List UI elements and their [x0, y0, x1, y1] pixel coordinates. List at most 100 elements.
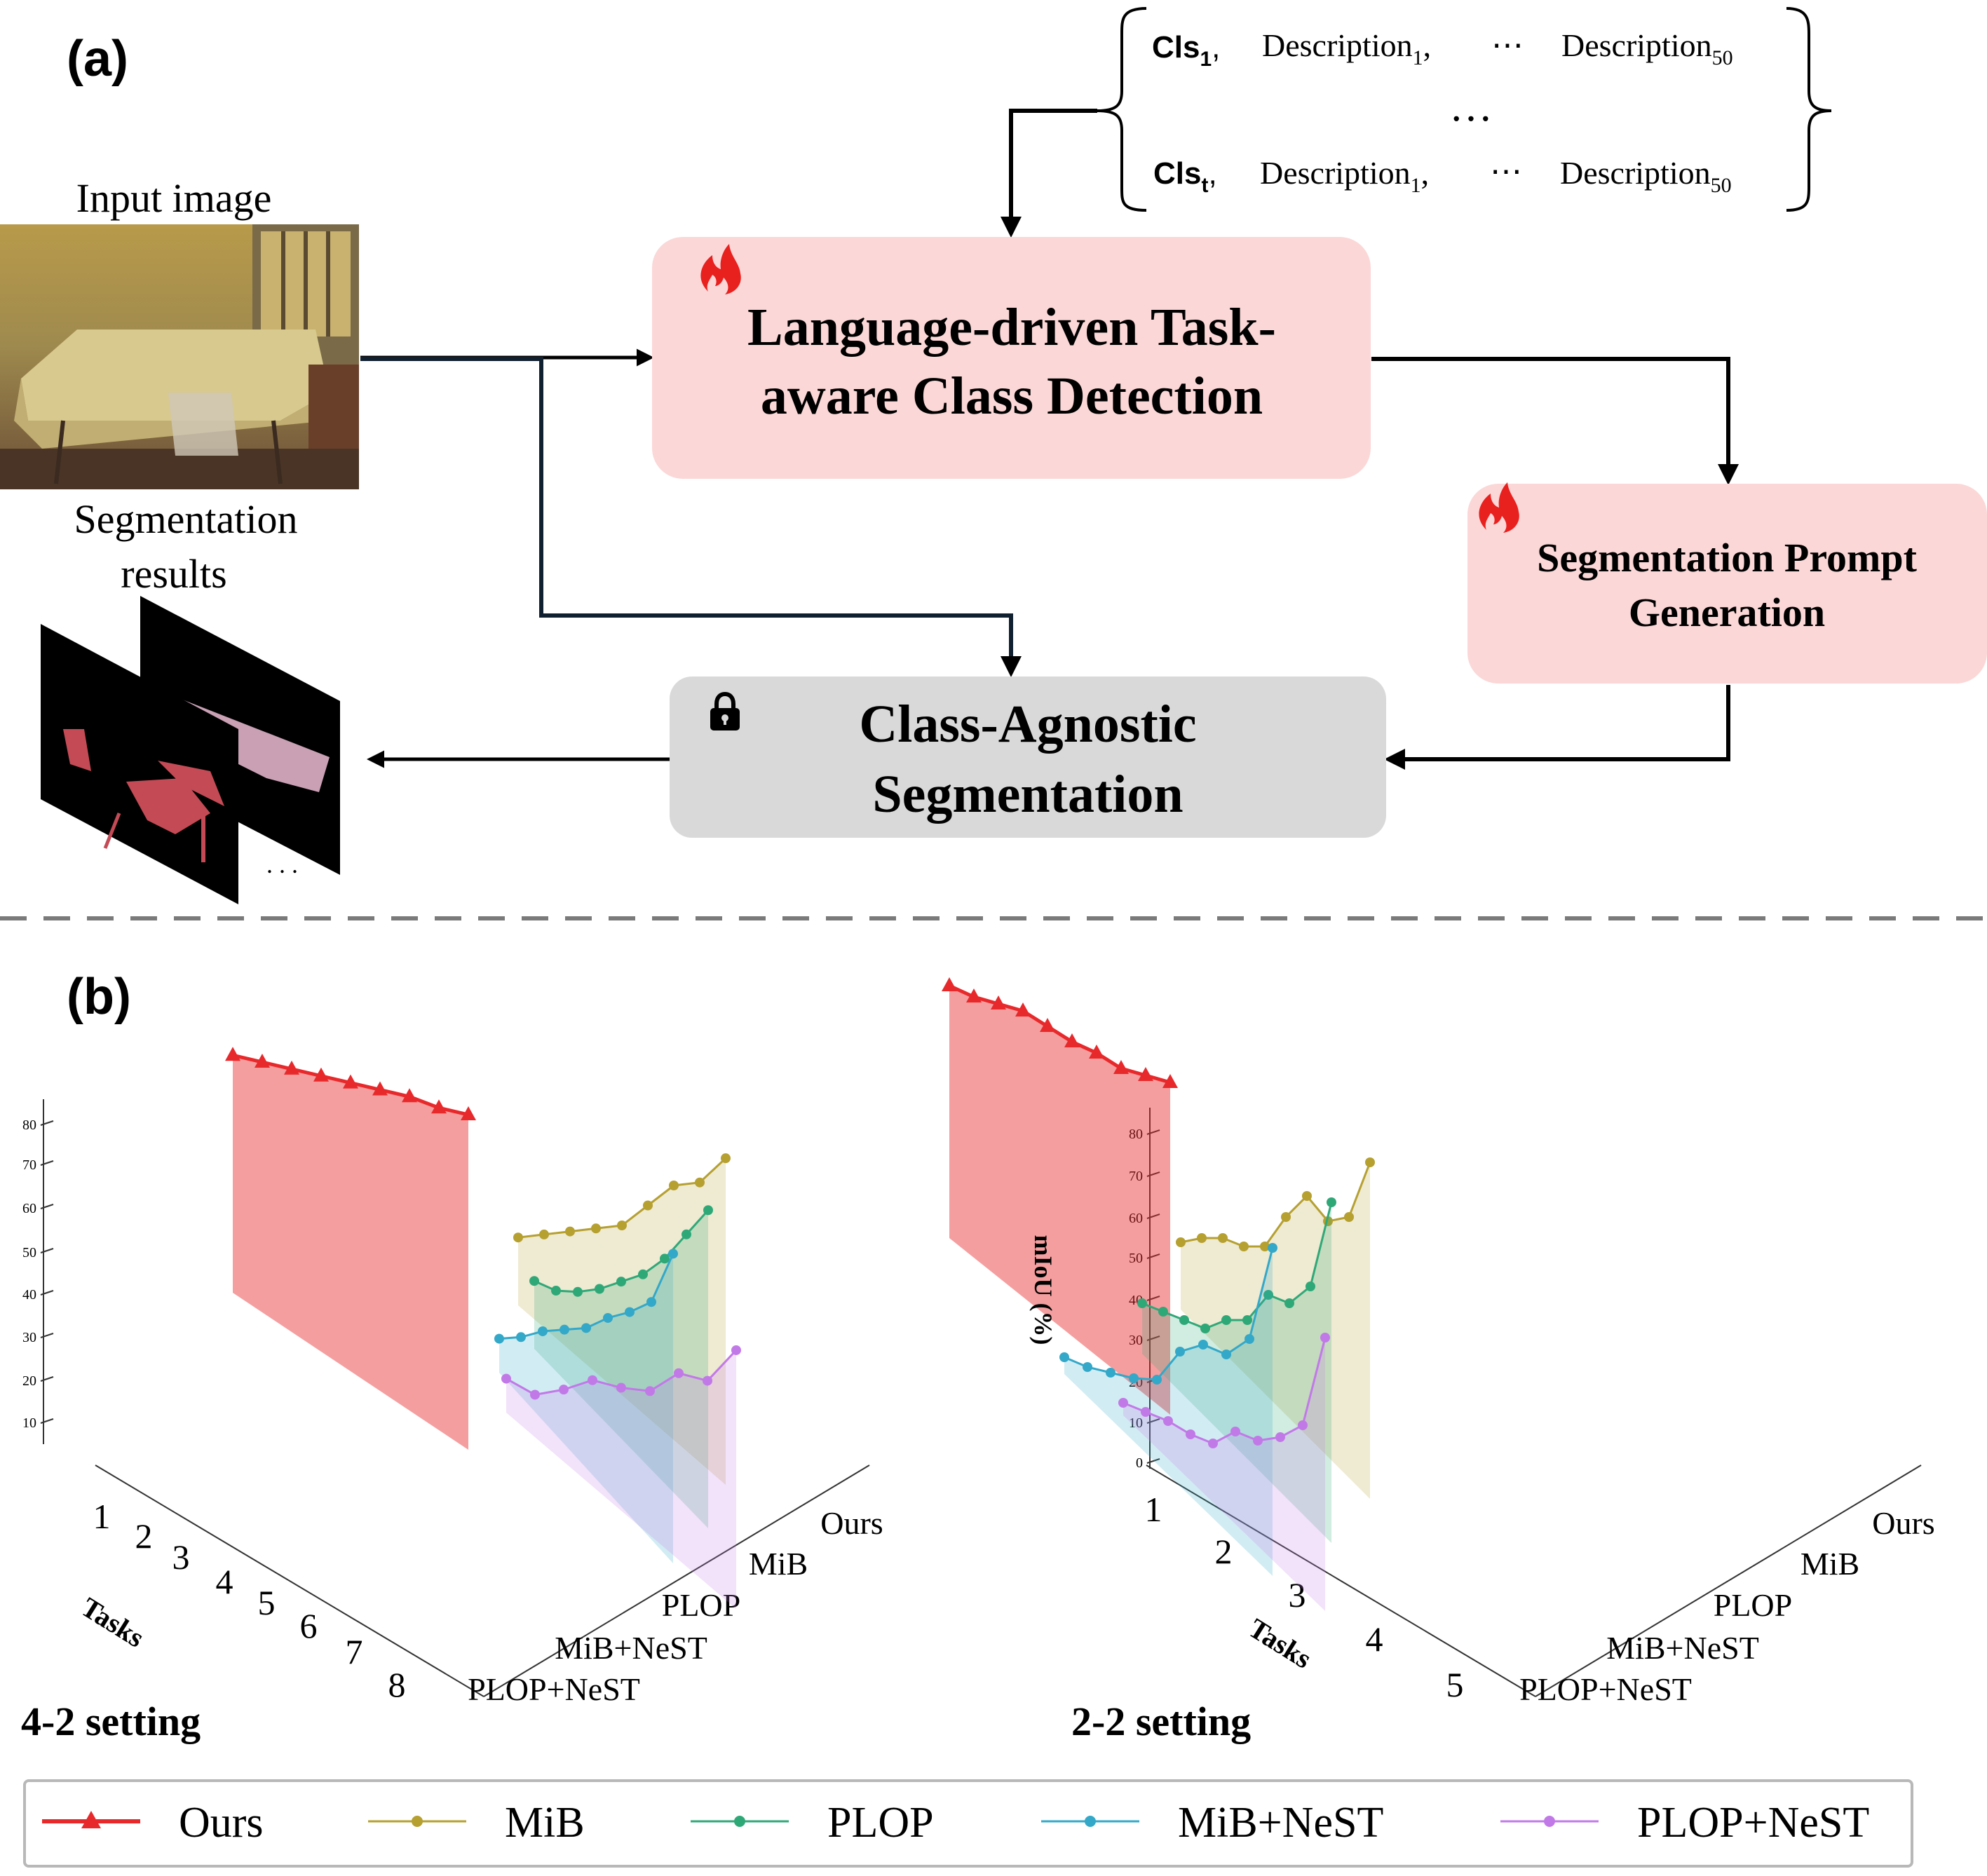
method-axis-label-ours: Ours: [820, 1505, 883, 1541]
legend-label-mib-nest: MiB+NeST: [1178, 1799, 1383, 1847]
legend-label-plop-nest: PLOP+NeST: [1637, 1799, 1869, 1847]
task-tick-label: 8: [388, 1665, 406, 1704]
task-tick-label: 2: [135, 1516, 153, 1556]
point-plop-nest: [1230, 1427, 1240, 1436]
y-tick: [40, 1120, 54, 1126]
point-mib-nest: [516, 1332, 526, 1343]
wall-plop-nest: [1123, 1338, 1325, 1611]
y-tick: [1146, 1335, 1160, 1341]
point-plop: [1200, 1324, 1210, 1333]
y-tick: [1146, 1458, 1160, 1464]
point-mib-nest: [538, 1326, 548, 1336]
y-tick-label: 60: [1129, 1211, 1143, 1226]
y-tick-label: 30: [1129, 1333, 1143, 1348]
segmentation-results-stack: . . .: [41, 596, 340, 904]
desc-1-last: Description: [1561, 27, 1712, 63]
task-tick-label: 3: [172, 1537, 190, 1577]
task-axis-line: [1146, 1464, 1536, 1697]
point-plop-nest: [1208, 1439, 1218, 1448]
legend-marker-plop: [734, 1816, 745, 1827]
desc-1-last-sub: 50: [1712, 46, 1733, 69]
svg-text:Description50: Description50: [1561, 27, 1733, 69]
segmentation-prompt-generation-box: Segmentation Prompt Generation: [1467, 482, 1987, 684]
y-tick-label: 80: [22, 1117, 36, 1133]
point-ours: [372, 1081, 388, 1096]
svg-text:Cls1,: Cls1,: [1152, 30, 1220, 71]
ldtcd-line-2: aware Class Detection: [761, 367, 1263, 426]
y-tick: [1146, 1418, 1160, 1424]
point-plop: [1284, 1298, 1294, 1308]
desc-row-1-dots: ⋯: [1491, 27, 1524, 63]
point-mib: [695, 1177, 705, 1188]
legend-marker-ours: [81, 1811, 101, 1828]
point-mib-nest: [494, 1333, 504, 1344]
method-axis-label-ours: Ours: [1872, 1505, 1934, 1541]
point-ours: [225, 1047, 240, 1061]
point-mib: [1176, 1237, 1186, 1247]
point-mib: [1302, 1191, 1312, 1201]
desc-middle-dots: …: [1449, 83, 1493, 130]
panel-a-label: (a): [67, 31, 128, 87]
cls-1-text: Cls: [1152, 30, 1200, 64]
point-plop-nest: [1275, 1432, 1285, 1442]
desc-1-first: Description: [1262, 27, 1413, 63]
task-tick-label: 2: [1215, 1532, 1233, 1571]
point-plop: [616, 1277, 626, 1287]
desc-t-first-sub: 1: [1411, 174, 1421, 197]
desc-row-t-dots: ⋯: [1490, 154, 1522, 189]
point-mib: [1197, 1233, 1207, 1243]
point-plop: [681, 1229, 691, 1239]
point-plop: [1263, 1290, 1273, 1300]
task-tick-label: 4: [216, 1562, 233, 1601]
y-tick-label: 50: [22, 1245, 36, 1260]
point-mib-nest: [646, 1297, 656, 1307]
arrow-spg-to-cas: [1384, 685, 1730, 770]
point-mib: [1365, 1157, 1375, 1167]
seg-results-label-1: Segmentation: [74, 496, 298, 542]
method-axis-label-mib: MiB: [749, 1546, 808, 1582]
point-ours: [255, 1054, 270, 1068]
wall-mib: [518, 1158, 726, 1485]
svg-text:Description1,: Description1,: [1260, 155, 1429, 197]
spg-line-2: Generation: [1629, 590, 1825, 635]
point-ours: [461, 1106, 476, 1121]
y-tick: [40, 1418, 54, 1424]
point-plop-nest: [1320, 1333, 1330, 1343]
point-mib: [565, 1226, 575, 1237]
point-mib-nest: [1059, 1352, 1069, 1362]
point-plop-nest: [1253, 1436, 1263, 1446]
desc-t-first-comma: ,: [1421, 155, 1430, 191]
method-axis-label-mib-nest: MiB+NeST: [555, 1630, 707, 1666]
y-tick-label: 70: [1129, 1169, 1143, 1184]
left-chart-title: 4-2 setting: [21, 1699, 201, 1744]
cls-1-subscript: 1: [1200, 48, 1212, 71]
point-ours: [1064, 1033, 1080, 1047]
point-mib-nest: [1129, 1373, 1139, 1383]
tasks-axis-label: Tasks: [76, 1591, 150, 1653]
series-line-ours: [948, 984, 1171, 1085]
point-plop: [1221, 1315, 1231, 1325]
y-tick: [1146, 1253, 1160, 1259]
point-plop-nest: [731, 1345, 741, 1355]
seg-results-label-2: results: [121, 551, 226, 597]
y-tick-label: 70: [22, 1157, 36, 1173]
point-ours: [991, 995, 1006, 1010]
y-tick-label: 60: [22, 1201, 36, 1216]
task-axis-line: [95, 1464, 484, 1697]
task-tick-label: 1: [1145, 1490, 1162, 1529]
point-ours: [966, 988, 982, 1002]
method-axis-label-mib: MiB: [1800, 1546, 1859, 1582]
cls-1-comma: ,: [1212, 30, 1220, 64]
task-tick-label: 5: [1446, 1665, 1464, 1704]
wall-mib-nest: [499, 1253, 673, 1563]
point-plop-nest: [703, 1375, 712, 1386]
point-mib: [1260, 1242, 1270, 1251]
point-plop-nest: [616, 1382, 626, 1393]
desc-1-first-sub: 1: [1413, 46, 1423, 69]
point-ours: [284, 1060, 299, 1075]
method-axis-label-plop: PLOP: [1714, 1587, 1792, 1623]
desc-1-first-comma: ,: [1423, 27, 1432, 63]
legend-label-ours: Ours: [179, 1799, 264, 1847]
